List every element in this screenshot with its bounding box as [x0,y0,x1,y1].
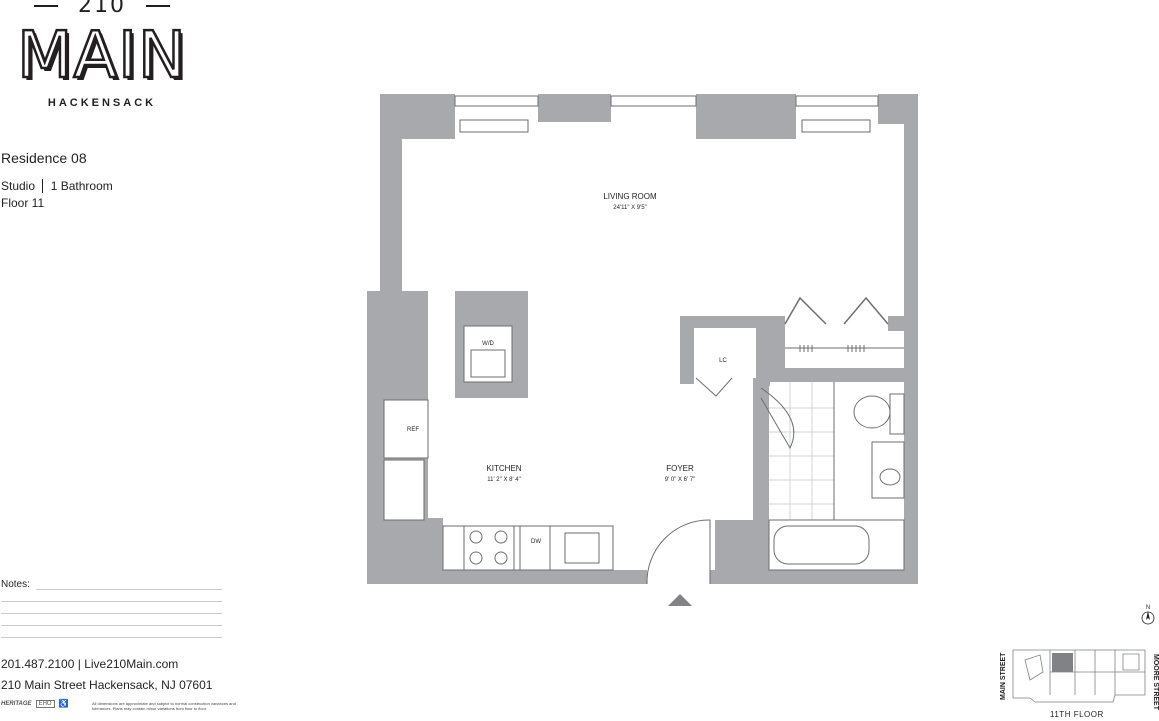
residence-title: Residence 08 [1,150,87,166]
floor-plan: W/D REF DW LC LIVING ROOM 24'11" X 9'5" … [367,94,918,606]
brand-logo: MAIN [16,19,187,93]
disclaimer: All dimensions are approximate and subje… [92,701,236,711]
wall-closet-right [888,316,918,331]
street-right-label: MOORE STREET [1152,654,1159,711]
living-room-dims: 24'11" X 9'5" [613,205,646,211]
wall-lc-right [756,316,770,386]
eho-icon: EHO [35,699,55,708]
window-sill [801,119,871,133]
window-sill [459,119,529,133]
burner [494,530,508,544]
ref-label: REF [407,427,419,433]
wall-left-upper [380,94,402,294]
dw-label: DW [531,539,541,545]
toilet [853,395,891,429]
wd-label: W/D [482,341,494,347]
note-line [1,625,222,626]
burner [469,530,483,544]
heritage-logo: HERITAGE [1,700,32,707]
accessibility-icon: ♿ [58,699,69,708]
notes-label: Notes: [1,579,30,590]
wall-bath-top [769,368,918,382]
residence-type: Studio [1,179,36,193]
note-line [1,613,222,614]
living-room-label: LIVING ROOM [603,192,657,201]
dishwasher [519,525,551,571]
wall-lc-top [680,316,770,328]
brand-city: HACKENSACK [47,97,157,109]
cooktop [463,525,515,571]
entry-arrow-icon [668,594,692,606]
lc-label: LC [719,358,727,364]
kitchen-sink [564,532,600,564]
separator [42,179,44,193]
foyer-label: FOYER [666,464,694,473]
logo-strip: HERITAGE EHO ♿ [1,699,69,708]
residence-bathrooms: 1 Bathroom [50,179,113,193]
key-plan-outline [1012,649,1146,703]
burner [469,551,483,565]
note-line [36,589,222,590]
street-left-label: MAIN STREET [1000,652,1007,700]
wall-foyer-corner [715,520,769,584]
bath-sink [879,468,901,486]
refrigerator [383,399,429,459]
key-plan-unit-highlight [1052,653,1073,672]
bath-tiles [769,382,834,520]
key-plan-floor-label: 11TH FLOOR [1050,710,1104,719]
closet-bifold-doors [784,296,889,325]
wall-lc-left [680,316,694,384]
address-line: 210 Main Street Hackensack, NJ 07601 [1,678,213,692]
counter-left [383,459,425,521]
bathtub-basin [773,525,870,565]
wall-kitchen-corner [367,518,443,584]
window [610,95,697,107]
washer-door [470,349,506,378]
wall-right [904,94,918,584]
kitchen-label: KITCHEN [486,464,521,473]
note-line [1,637,222,638]
walls [367,94,918,584]
foyer-dims: 9' 0" X 6' 7" [665,477,696,483]
key-plan [1012,649,1146,703]
burner [494,551,508,565]
note-line [1,601,222,602]
closet-hangers [799,345,865,352]
wall-closet-left [769,316,785,372]
wall-top-mid-1 [538,94,611,122]
residence-type-line: Studio 1 Bathroom [1,179,113,193]
window [454,95,539,107]
compass-north-label: N [1146,605,1150,611]
residence-floor: Floor 11 [1,196,45,210]
bath-door-swing [760,387,795,450]
wall-top-mid-2 [696,94,796,139]
windows [454,95,879,133]
lc-door [695,377,733,397]
kitchen-dims: 11' 2" X 8' 4" [487,477,520,483]
contact-line: 201.487.2100 | Live210Main.com [1,657,179,671]
compass-icon: N [1141,605,1155,625]
toilet-tank [889,393,905,435]
brand-number: 210 [34,0,170,18]
entry-door-swing [646,519,711,585]
window [795,95,879,107]
